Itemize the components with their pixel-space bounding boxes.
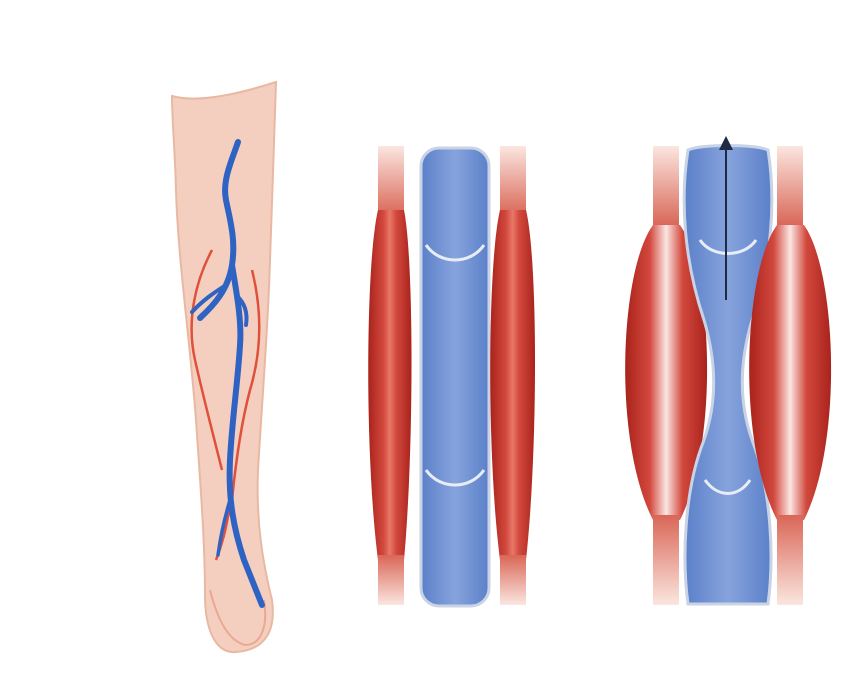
vein-relaxed (421, 148, 489, 606)
right-muscle-relaxed (490, 146, 535, 605)
left-muscle-relaxed (368, 146, 411, 605)
contracted-muscle-panel (625, 136, 831, 605)
leg-silhouette (172, 82, 276, 652)
leg-panel (172, 82, 276, 652)
flow-arrow-head (719, 136, 733, 150)
relaxed-muscle-panel (368, 146, 535, 606)
